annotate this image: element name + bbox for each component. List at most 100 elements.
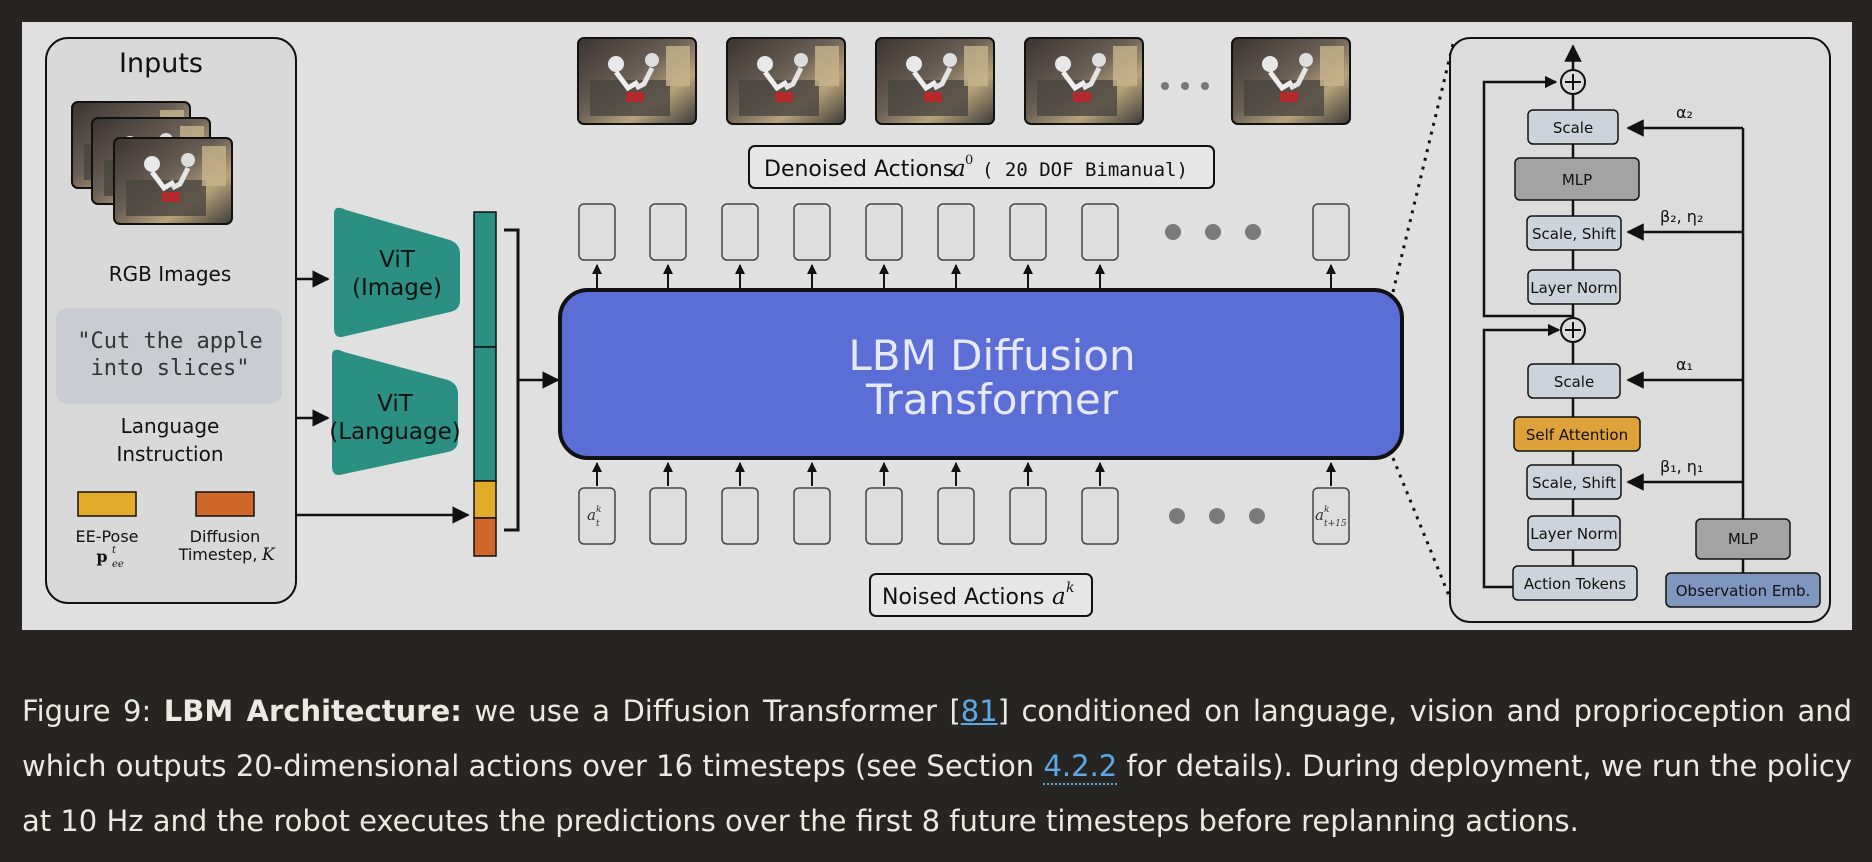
noised-actions-label-box: Noised Actions a k — [869, 573, 1093, 617]
ee-pose-label: EE-Pose — [75, 527, 138, 546]
svg-text:k: k — [596, 505, 601, 515]
input-token — [1009, 487, 1047, 545]
output-token — [1312, 203, 1350, 261]
vit-image-line-2: (Image) — [352, 275, 442, 301]
svg-text:Action Tokens: Action Tokens — [1524, 575, 1626, 593]
caption-prefix: Figure 9: — [22, 694, 164, 728]
block-mlp-side: MLP — [1695, 518, 1791, 560]
ee-pose-swatch — [77, 491, 137, 517]
svg-text:ee: ee — [112, 559, 124, 570]
timestep-symbol: K — [261, 545, 276, 565]
denoised-symbol: a — [952, 156, 966, 182]
block-self-attention: Self Attention — [1513, 416, 1641, 452]
vit-language-line-1: ViT — [377, 391, 414, 417]
block-layer-norm-bottom: Layer Norm — [1527, 515, 1621, 551]
section-link[interactable]: 4.2.2 — [1043, 749, 1118, 785]
svg-text:t: t — [596, 519, 600, 529]
svg-text:k: k — [1324, 505, 1329, 515]
block-scale-bottom: Scale — [1527, 363, 1621, 399]
output-token — [578, 203, 616, 261]
svg-text:Observation Emb.: Observation Emb. — [1676, 582, 1811, 600]
noised-superscript: k — [1066, 580, 1074, 596]
svg-text:a: a — [587, 506, 596, 524]
denoised-dof: ( 20 DOF Bimanual) — [982, 159, 1188, 181]
denoised-token-row — [578, 203, 1350, 290]
svg-text:t: t — [112, 545, 117, 556]
rgb-images-label: RGB Images — [109, 262, 232, 286]
transformer-title-line-2: Transformer — [865, 375, 1119, 424]
input-token — [721, 487, 759, 545]
svg-text:Layer Norm: Layer Norm — [1530, 279, 1618, 297]
denoised-superscript: 0 — [965, 153, 973, 168]
block-scale-shift-bottom: Scale, Shift — [1526, 464, 1622, 500]
input-token — [1081, 487, 1119, 545]
residual-connection-2 — [1482, 75, 1574, 318]
transformer-title-line-1: LBM Diffusion — [848, 331, 1135, 380]
svg-text:Self Attention: Self Attention — [1526, 426, 1628, 444]
ellipsis-dot — [1245, 224, 1261, 240]
vit-image-encoder: ViT (Image) — [334, 207, 460, 337]
block-layer-norm-top: Layer Norm — [1527, 269, 1621, 305]
timestep-label: Timestep, — [178, 545, 258, 564]
svg-text:Layer Norm: Layer Norm — [1530, 525, 1618, 543]
output-token — [1081, 203, 1119, 261]
input-token — [865, 487, 903, 545]
output-token — [1009, 203, 1047, 261]
block-scale-top: Scale — [1527, 109, 1619, 145]
svg-text:Scale, Shift: Scale, Shift — [1532, 225, 1616, 243]
svg-text:t+15: t+15 — [1324, 519, 1347, 529]
caption-part-3: for details). During deployment, we run … — [22, 749, 1853, 838]
instruction-box — [56, 308, 282, 404]
vit-language-encoder: ViT (Language) — [329, 349, 461, 475]
ellipsis-dot — [1205, 224, 1221, 240]
denoised-actions-label: Denoised Actions — [764, 157, 954, 182]
inputs-title: Inputs — [119, 48, 203, 79]
conditioning-token-column — [473, 211, 497, 557]
ee-pose-symbol: p t ee — [96, 545, 124, 570]
architecture-diagram: Inputs RGB Images "Cut the apple into sl… — [45, 22, 1831, 623]
instruction-line-1: "Cut the apple — [77, 329, 262, 354]
zoom-line-bottom — [1391, 457, 1456, 609]
output-token — [937, 203, 975, 261]
language-label-line-1: Language — [121, 414, 220, 438]
noised-symbol: a — [1052, 584, 1066, 610]
output-token — [793, 203, 831, 261]
ellipsis-dot — [1169, 508, 1185, 524]
transformer-block-detail: α₂ β₂, η₂ α₁ β₁, η₁ Scale MLP Scale, Shi… — [1449, 37, 1831, 623]
beta1-eta1-label: β₁, η₁ — [1660, 457, 1703, 476]
zoom-line-top — [1391, 39, 1456, 293]
vit-image-line-1: ViT — [379, 247, 416, 273]
block-action-tokens: Action Tokens — [1512, 565, 1638, 601]
denoised-actions-label-box: Denoised Actions a 0 ( 20 DOF Bimanual) — [748, 145, 1215, 189]
caption-part-2: ] conditioned on language, vision and pr… — [22, 694, 1852, 783]
inputs-panel: Inputs RGB Images "Cut the apple into sl… — [45, 37, 297, 604]
output-token — [721, 203, 759, 261]
diffusion-label: Diffusion — [190, 527, 261, 546]
svg-text:Scale, Shift: Scale, Shift — [1532, 474, 1616, 492]
beta2-eta2-label: β₂, η₂ — [1660, 207, 1703, 226]
ellipsis-dot — [1209, 508, 1225, 524]
figure-caption: Figure 9: LBM Architecture: we use a Dif… — [22, 684, 1852, 849]
output-token — [865, 203, 903, 261]
diffusion-swatch — [195, 491, 255, 517]
diffusion-transformer: LBM Diffusion Transformer — [558, 288, 1404, 460]
ellipsis-dot — [1249, 508, 1265, 524]
input-token — [1312, 487, 1350, 545]
architecture-figure: Inputs RGB Images "Cut the apple into sl… — [22, 22, 1852, 630]
output-token — [649, 203, 687, 261]
caption-bold-title: LBM Architecture: — [163, 694, 462, 728]
output-frames — [578, 38, 1350, 124]
language-label-line-2: Instruction — [116, 442, 223, 466]
caption-part-1: we use a Diffusion Transformer [ — [461, 694, 961, 728]
input-token — [578, 487, 616, 545]
noised-actions-label: Noised Actions — [882, 585, 1044, 610]
svg-text:MLP: MLP — [1728, 530, 1758, 548]
input-token — [793, 487, 831, 545]
citation-link[interactable]: 81 — [960, 694, 998, 728]
alpha1-label: α₁ — [1676, 355, 1693, 374]
svg-text:MLP: MLP — [1562, 171, 1592, 189]
block-scale-shift-top: Scale, Shift — [1526, 215, 1622, 251]
